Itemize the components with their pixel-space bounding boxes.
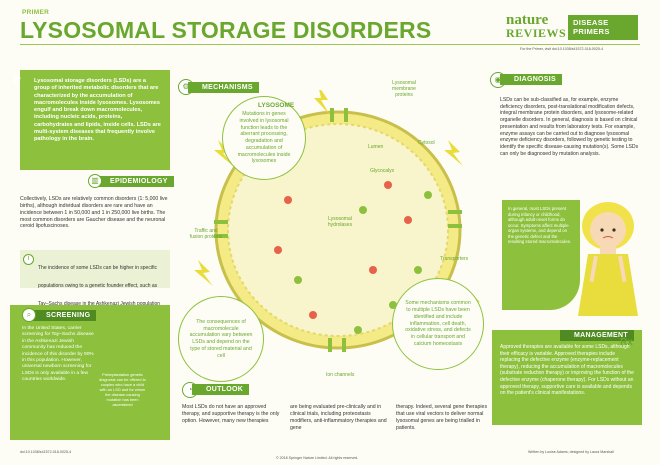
diagnosis-tag: DIAGNOSIS bbox=[500, 74, 562, 85]
logo-reviews-text: REVIEWS bbox=[506, 25, 567, 40]
outlook-tag: OUTLOOK bbox=[192, 384, 250, 395]
management-panel: Approved therapies are available for som… bbox=[492, 330, 642, 425]
intro-panel: Lysosomal storage disorders (LSDs) are a… bbox=[20, 70, 170, 170]
screening-text: In the United States, carrier screening … bbox=[22, 326, 94, 382]
label-transporters: Transporters bbox=[440, 256, 469, 262]
diagnosis-box: In general, most LSDs present during inf… bbox=[502, 200, 580, 310]
mechanism-note-right: Some mechanisms common to multiple LSDs … bbox=[392, 278, 484, 370]
mechanisms-title: MECHANISMS bbox=[202, 84, 253, 91]
epidemiology-title: EPIDEMIOLOGY bbox=[110, 178, 168, 185]
footer-copyright: © 2018 Springer Nature Limited. All righ… bbox=[276, 456, 359, 460]
label-membrane-proteins: Lysosomal membrane proteins bbox=[392, 80, 416, 98]
page-title: LYSOSOMAL STORAGE DISORDERS bbox=[20, 17, 432, 43]
intro-text: Lysosomal storage disorders (LSDs) are a… bbox=[34, 78, 161, 143]
info-icon: i bbox=[23, 254, 34, 265]
mechanism-note-top: Mutations in genes involved in lysosomal… bbox=[222, 96, 306, 180]
screening-title: SCREENING bbox=[46, 312, 91, 319]
footer-doi: doi:10.1038/s41572-018-0025-4 bbox=[20, 450, 72, 454]
primer-reference: For the Primer, visit doi:10.1038/s41572… bbox=[520, 47, 604, 51]
epidemiology-callout-text: The incidence of some LSDs can be higher… bbox=[38, 265, 161, 307]
intro-arrow bbox=[14, 73, 21, 83]
management-title: MANAGEMENT bbox=[574, 332, 628, 339]
label-cytosol: Cytosol bbox=[418, 140, 435, 146]
screening-bubble: Preimplantation genetic diagnosis can be… bbox=[90, 357, 155, 422]
disease-primers-badge: DISEASE PRIMERS bbox=[568, 15, 638, 40]
epidemiology-text: Collectively, LSDs are relatively common… bbox=[20, 196, 168, 230]
hydrolase-dots bbox=[274, 181, 432, 334]
screening-tag: SCREENING bbox=[32, 310, 97, 321]
mechanisms-tag: MECHANISMS bbox=[188, 82, 259, 93]
lysosome-diagram bbox=[194, 90, 483, 352]
magnifier-icon: ⌕ bbox=[22, 308, 36, 322]
label-trafficking: Traffic and fusion proteins bbox=[189, 228, 223, 240]
chart-icon: ▥ bbox=[88, 174, 102, 188]
diagnosis-title: DIAGNOSIS bbox=[514, 76, 556, 83]
nature-logo: nature REVIEWS bbox=[506, 12, 567, 40]
outlook-col-1: Most LSDs do not have an approved therap… bbox=[182, 404, 280, 424]
outlook-col-3: therapy. Indeed, several gene therapies … bbox=[396, 404, 488, 431]
rx-icon: Rx bbox=[620, 337, 633, 348]
mechanism-note-left: The consequences of macromolecule accumu… bbox=[178, 296, 264, 382]
management-text: Approved therapies are available for som… bbox=[500, 344, 634, 397]
label-hydrolases: Lysosomal hydrolases bbox=[327, 216, 353, 228]
header-kicker: PRIMER bbox=[22, 9, 50, 16]
epidemiology-tag: EPIDEMIOLOGY bbox=[96, 176, 174, 187]
lysosome-label: LYSOSOME bbox=[258, 102, 295, 109]
outlook-title: OUTLOOK bbox=[206, 386, 244, 393]
header-rule bbox=[20, 44, 640, 46]
lysosome-lumen bbox=[227, 123, 449, 337]
outlook-col-2: are being evaluated pre-clinically and i… bbox=[290, 404, 387, 431]
child-illustration bbox=[578, 202, 638, 316]
epidemiology-callout: i The incidence of some LSDs can be high… bbox=[20, 250, 170, 307]
management-tag: MANAGEMENT bbox=[560, 330, 634, 341]
label-glycocalyx: Glycocalyx bbox=[370, 168, 395, 174]
logo-nature-text: nature bbox=[506, 12, 549, 28]
footer-credit: Written by Louise Adams; designed by Lau… bbox=[528, 450, 614, 454]
label-ion-channels: Ion channels bbox=[326, 372, 355, 378]
diagnosis-text: LSDs can be sub-classified as, for examp… bbox=[500, 97, 639, 157]
label-lumen: Lumen bbox=[368, 144, 384, 150]
